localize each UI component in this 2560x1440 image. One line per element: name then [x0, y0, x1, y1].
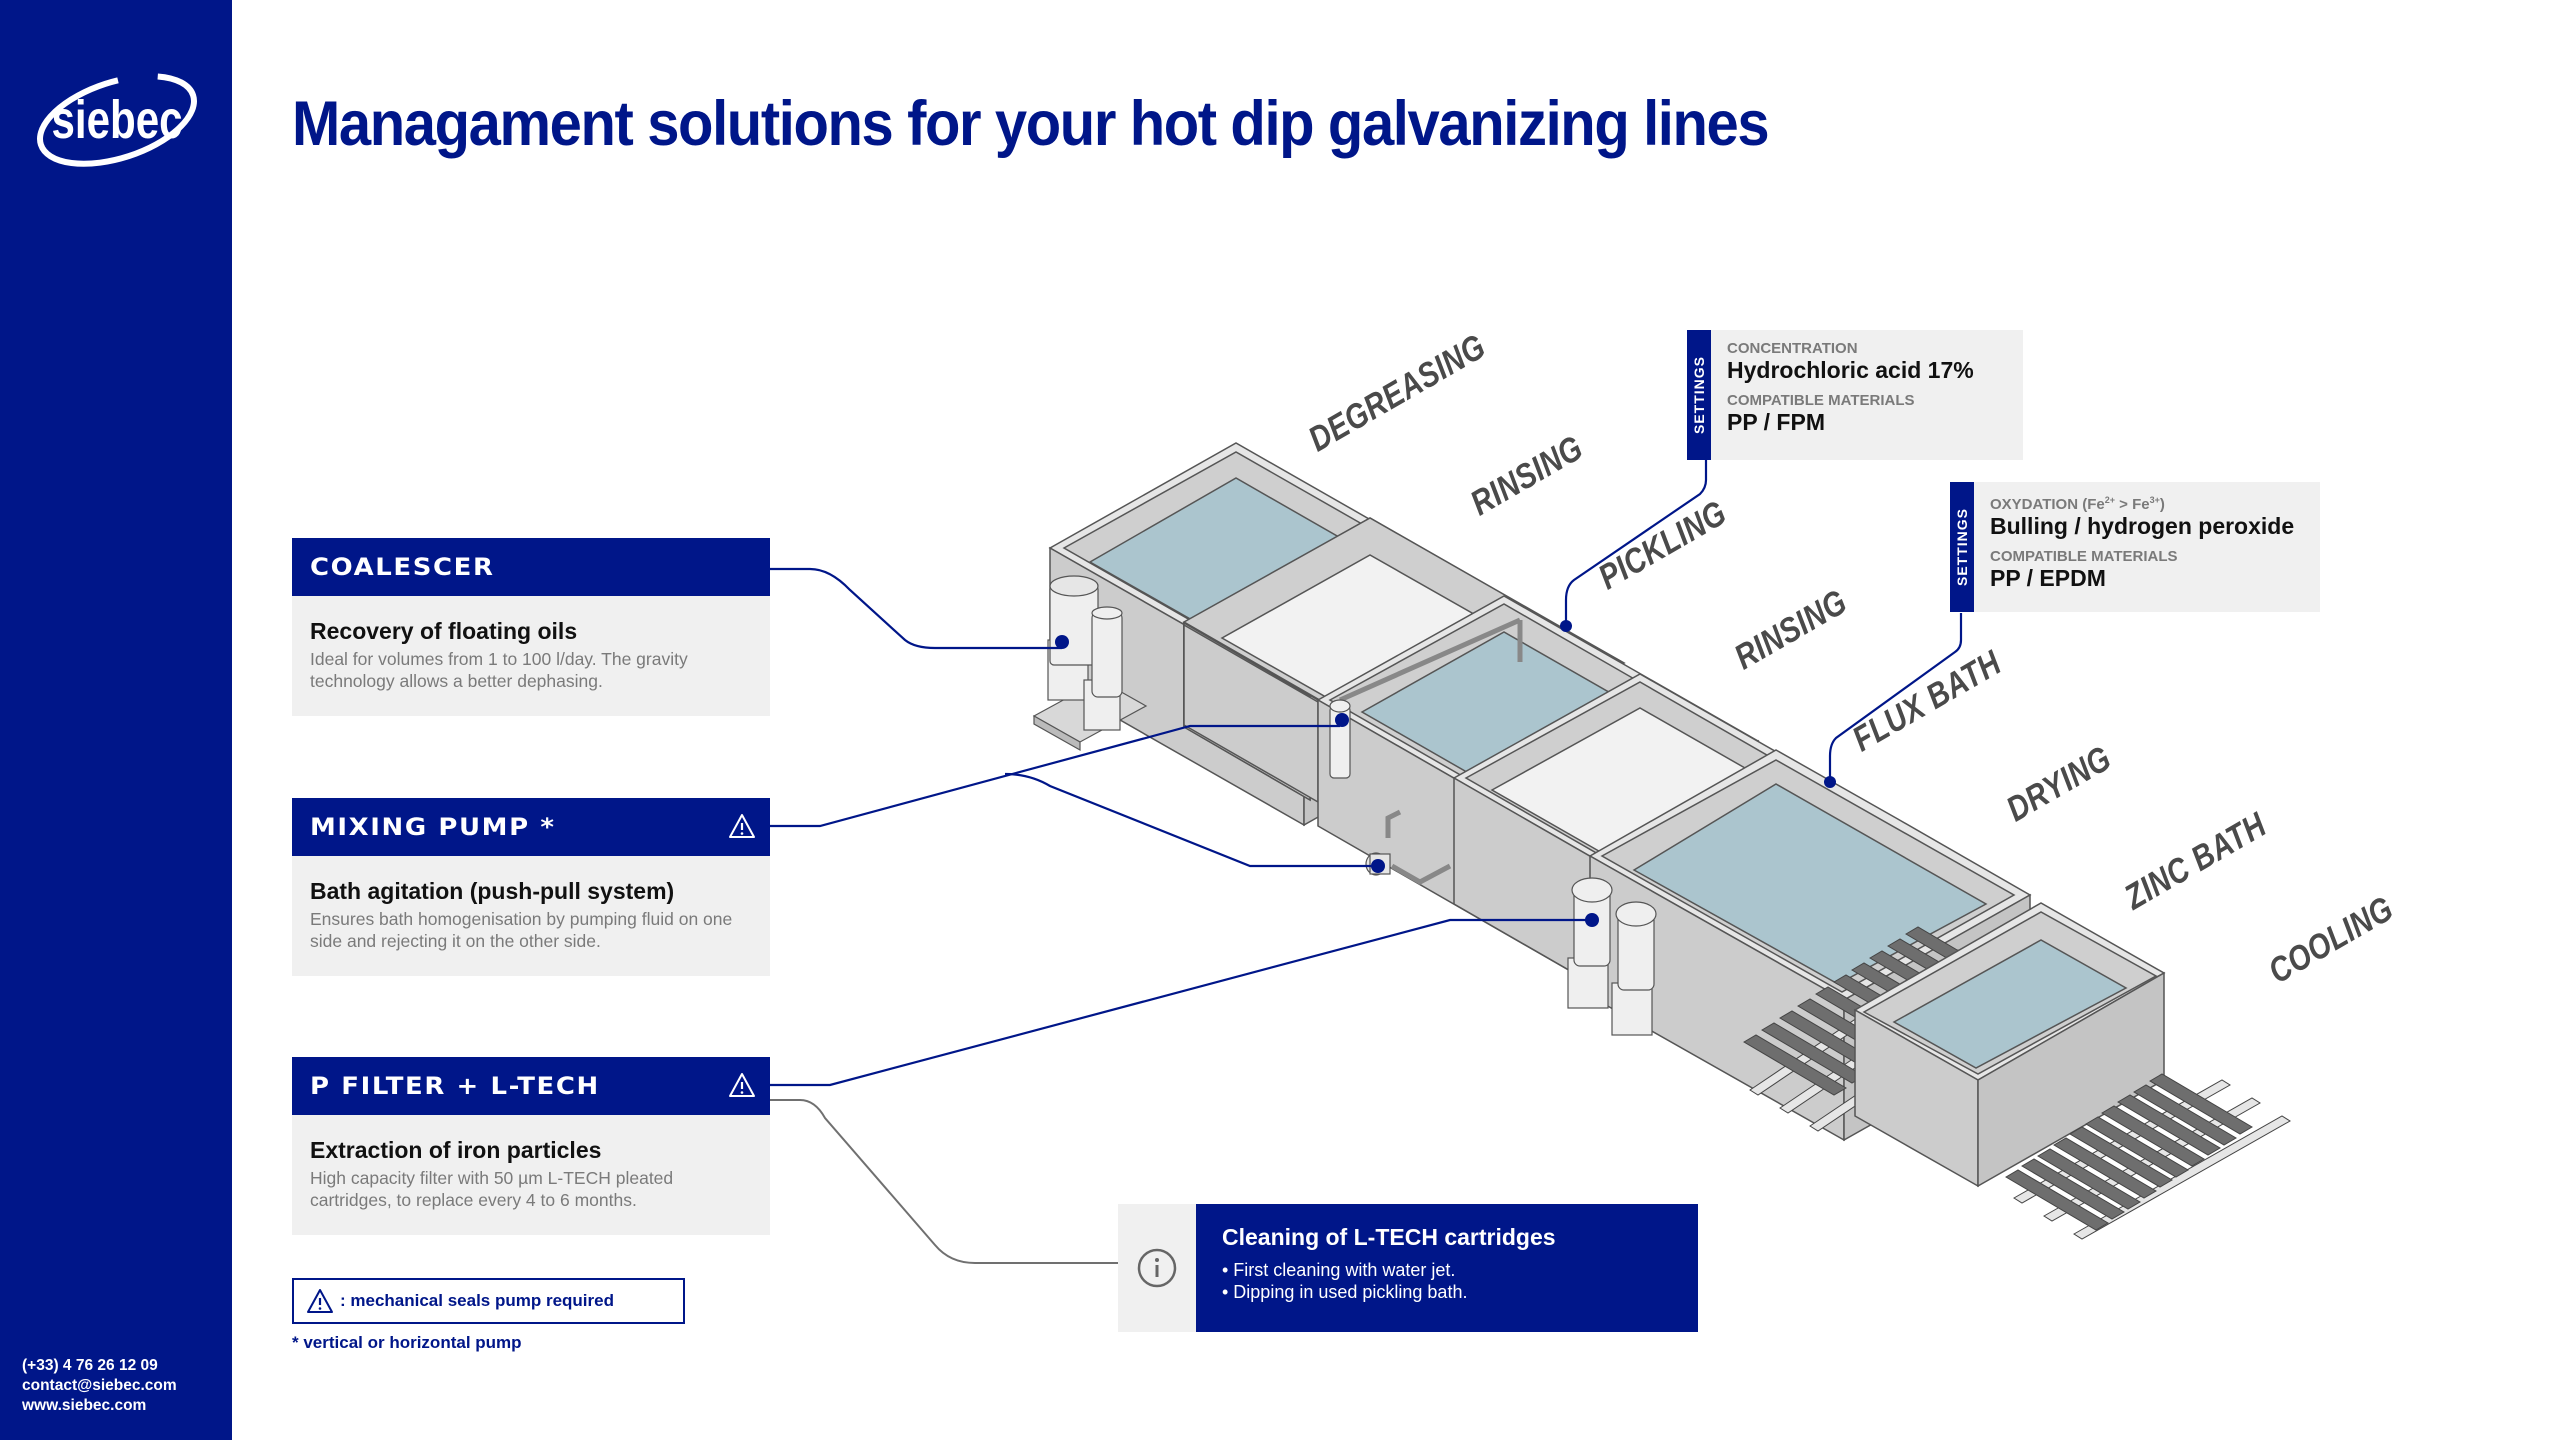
card-description: Ensures bath homogenisation by pumping f… [310, 909, 733, 951]
legend-warning-text: : mechanical seals pump required [340, 1291, 614, 1310]
info-item: • Dipping in used pickling bath. [1222, 1282, 1468, 1302]
logo-text: siebec [51, 90, 182, 150]
settings-content: CONCENTRATION Hydrochloric acid 17% COMP… [1711, 330, 2023, 460]
card-description: Ideal for volumes from 1 to 100 l/day. T… [310, 649, 688, 691]
info-box-cleaning: Cleaning of L-TECH cartridges • First cl… [1118, 1204, 1698, 1332]
info-content: Cleaning of L-TECH cartridges • First cl… [1196, 1204, 1698, 1332]
settings-label: COMPATIBLE MATERIALS [1990, 548, 2178, 565]
settings-label: CONCENTRATION [1727, 340, 1858, 357]
connector-mixing-pump-vertical [770, 724, 1340, 828]
settings-tag: SETTINGS [1687, 330, 1711, 460]
settings-pickling: SETTINGS CONCENTRATION Hydrochloric acid… [1687, 330, 2023, 460]
sidebar: siebec (+33) 4 76 26 12 09 contact@siebe… [0, 0, 232, 1440]
page-title: Managament solutions for your hot dip ga… [292, 89, 1770, 159]
info-circle-icon [1137, 1248, 1177, 1288]
warning-triangle-icon [729, 1073, 755, 1097]
settings-value: Bulling / hydrogen peroxide [1990, 513, 2295, 539]
contact-email[interactable]: contact@siebec.com [22, 1377, 177, 1394]
siebec-logo[interactable]: siebec [32, 62, 202, 177]
card-body: Recovery of floating oils Ideal for volu… [292, 596, 770, 716]
connector-lines [770, 460, 1963, 1087]
settings-value: PP / FPM [1727, 409, 1825, 435]
settings-content: OXYDATION (Fe2+ > Fe3+) Bulling / hydrog… [1974, 482, 2320, 612]
connector-p-filter [770, 918, 1592, 1087]
card-p-filter[interactable]: P FILTER + L-TECH Extraction of iron par… [292, 1057, 770, 1235]
card-mixing-pump[interactable]: MIXING PUMP * Bath agitation (push-pull … [292, 798, 770, 976]
card-subtitle: Extraction of iron particles [310, 1137, 602, 1163]
settings-label: OXYDATION (Fe2+ > Fe3+) [1990, 495, 2165, 513]
cooling-rack [2005, 1073, 2291, 1240]
settings-value: PP / EPDM [1990, 565, 2106, 591]
card-subtitle: Recovery of floating oils [310, 618, 578, 644]
p-filter-unit [1567, 877, 1657, 1036]
legend-note: * vertical or horizontal pump [292, 1333, 522, 1352]
contact-info: (+33) 4 76 26 12 09 contact@siebec.com w… [22, 1356, 177, 1416]
card-header: MIXING PUMP * [292, 798, 770, 856]
card-description: High capacity filter with 50 µm L-TECH p… [310, 1168, 674, 1210]
card-title: COALESCER [310, 553, 495, 581]
connector-flux-settings [1828, 613, 1963, 782]
contact-phone[interactable]: (+33) 4 76 26 12 09 [22, 1357, 158, 1374]
card-header: P FILTER + L-TECH [292, 1057, 770, 1115]
info-icon-box [1118, 1204, 1196, 1332]
connector-mixing-pump-horizontal [1004, 772, 1383, 868]
settings-flux-bath: SETTINGS OXYDATION (Fe2+ > Fe3+) Bulling… [1950, 482, 2320, 612]
warning-triangle-icon [307, 1289, 333, 1313]
connector-coalescer [770, 567, 1062, 650]
legend-warning: : mechanical seals pump required [292, 1278, 685, 1324]
card-coalescer[interactable]: COALESCER Recovery of floating oils Idea… [292, 538, 770, 716]
connector-info [770, 1099, 1118, 1264]
settings-tag: SETTINGS [1950, 482, 1974, 612]
card-title: P FILTER + L-TECH [310, 1072, 600, 1100]
card-title: MIXING PUMP * [310, 813, 556, 841]
connector-dots [1055, 620, 1836, 927]
settings-label: COMPATIBLE MATERIALS [1727, 392, 1915, 409]
tank-zinc-bath-full [1853, 902, 2166, 1188]
coalescer-unit [1032, 575, 1148, 752]
card-body: Extraction of iron particles High capaci… [292, 1115, 770, 1235]
card-body: Bath agitation (push-pull system) Ensure… [292, 856, 770, 976]
info-title: Cleaning of L-TECH cartridges [1222, 1224, 1556, 1250]
warning-triangle-icon [729, 814, 755, 838]
info-item: • First cleaning with water jet. [1222, 1260, 1456, 1280]
card-subtitle: Bath agitation (push-pull system) [310, 878, 675, 904]
connector-pickling-settings [1564, 460, 1708, 626]
settings-value: Hydrochloric acid 17% [1727, 357, 1974, 383]
contact-website[interactable]: www.siebec.com [22, 1397, 147, 1414]
card-header: COALESCER [292, 538, 770, 596]
